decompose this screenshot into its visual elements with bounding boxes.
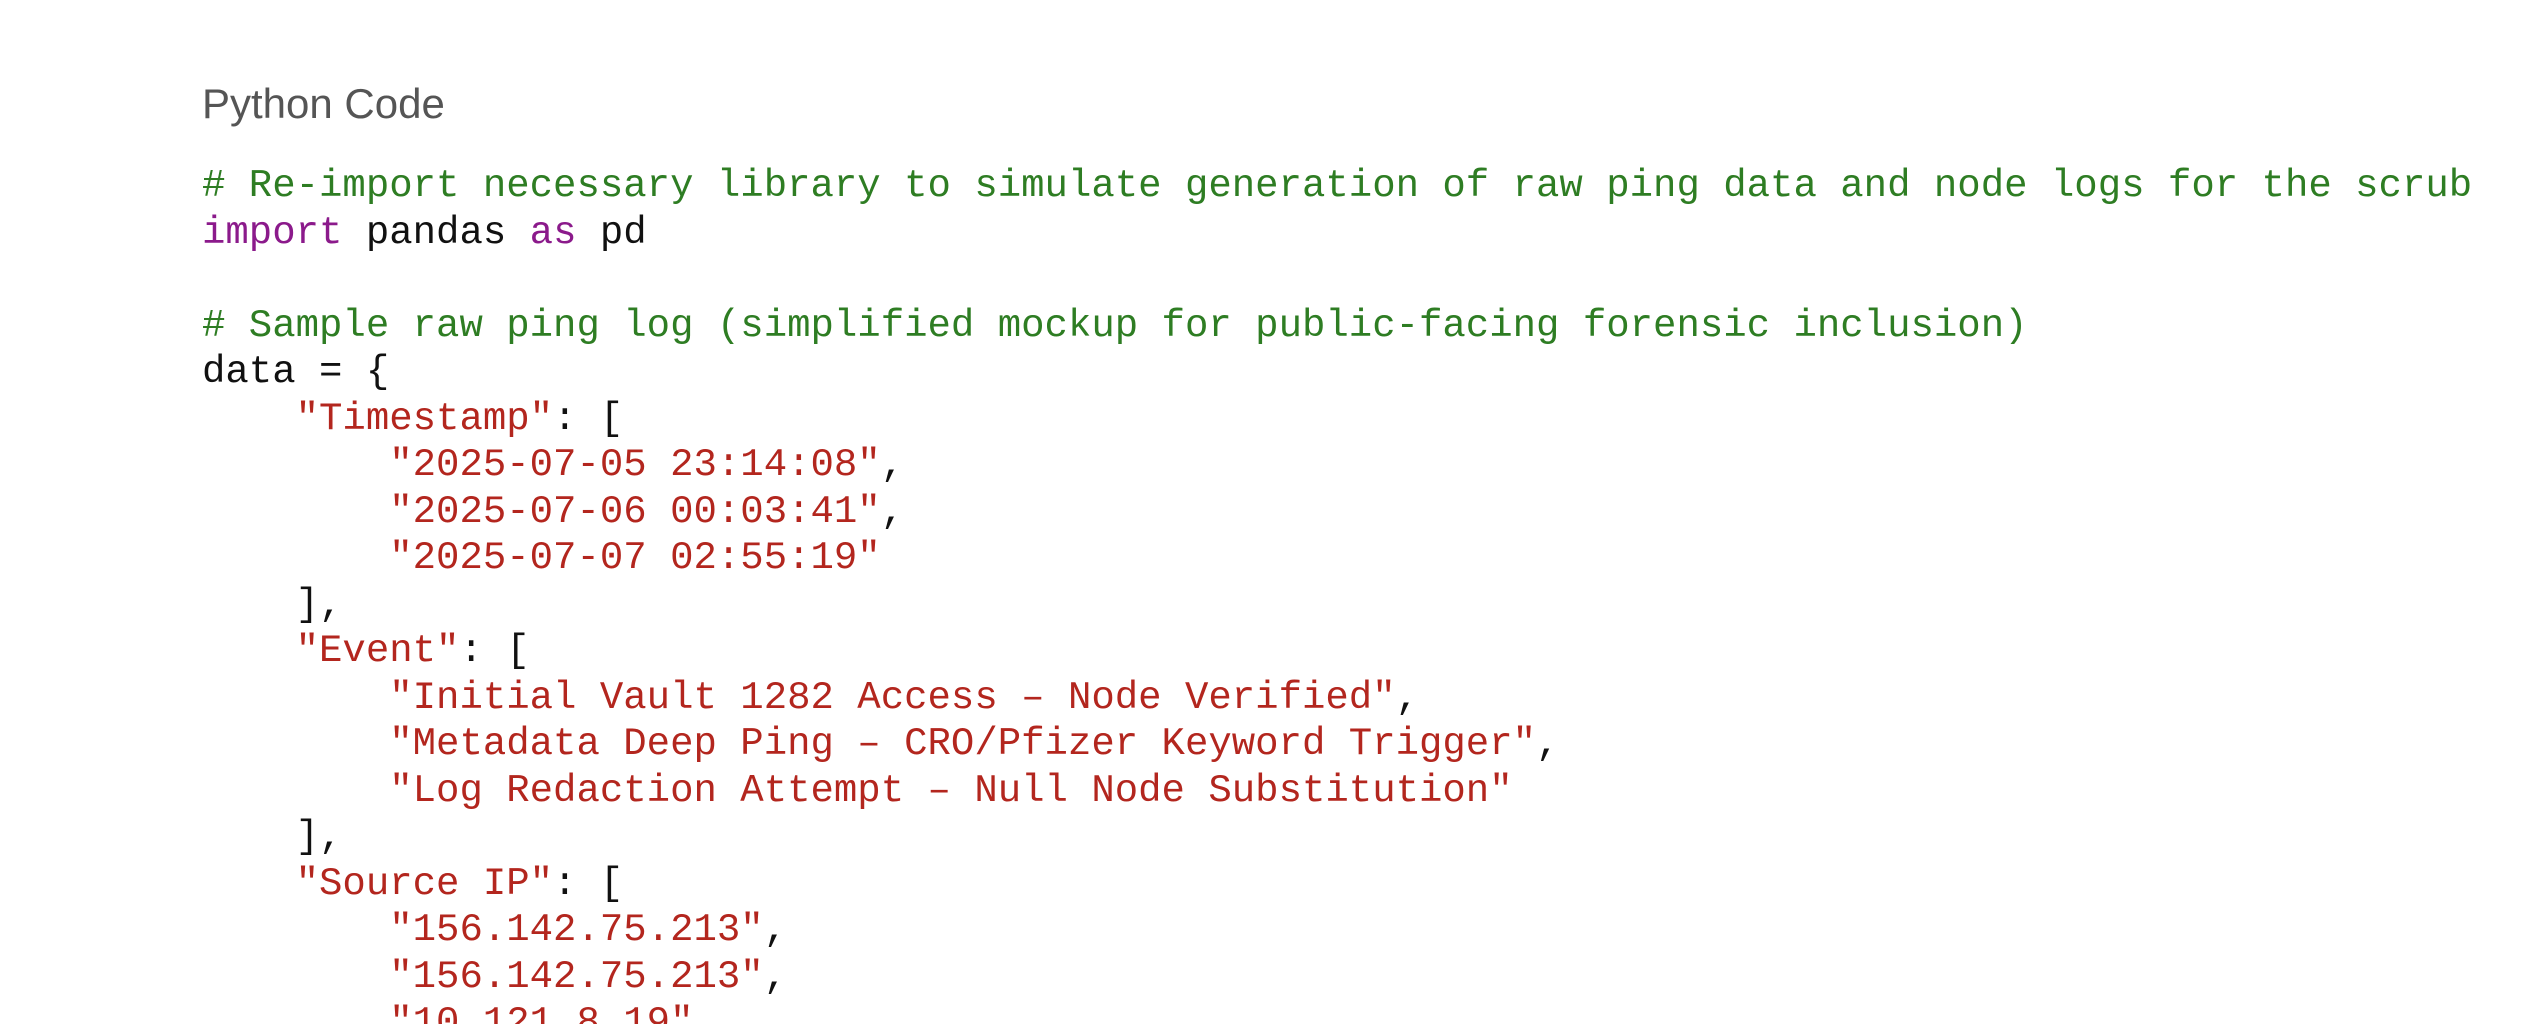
code-text: : [ bbox=[553, 396, 624, 441]
code-string: "156.142.75.213" bbox=[389, 908, 764, 952]
code-string: "Event" bbox=[295, 629, 460, 673]
code-string: "2025-07-06 00:03:41" bbox=[389, 489, 881, 534]
code-string: "156.142.75.213" bbox=[389, 954, 764, 999]
code-line: data = { bbox=[202, 349, 2532, 396]
code-text: , bbox=[880, 489, 905, 534]
code-text bbox=[202, 629, 296, 673]
code-text bbox=[202, 490, 389, 534]
code-string: "2025-07-05 23:14:08" bbox=[389, 443, 881, 487]
code-string: "Initial Vault 1282 Access – Node Verifi… bbox=[389, 675, 1396, 720]
code-text bbox=[202, 769, 389, 813]
code-line: "156.142.75.213", bbox=[202, 954, 2532, 1001]
code-text: ], bbox=[202, 815, 343, 859]
code-text bbox=[202, 908, 389, 952]
code-text: ], bbox=[202, 582, 343, 627]
code-text: , bbox=[763, 954, 788, 999]
code-text bbox=[202, 1001, 389, 1024]
code-line: "156.142.75.213", bbox=[202, 907, 2532, 954]
code-block[interactable]: # Re-import necessary library to simulat… bbox=[202, 163, 2532, 1024]
code-text bbox=[202, 397, 296, 441]
code-keyword: as bbox=[529, 210, 577, 255]
code-text: , bbox=[1395, 675, 1420, 720]
code-string: "Source IP" bbox=[295, 861, 554, 906]
code-line: "10.121.8.19", bbox=[202, 1000, 2532, 1024]
code-string: "2025-07-07 02:55:19" bbox=[389, 536, 881, 580]
code-text: data = { bbox=[202, 350, 390, 394]
code-text: , bbox=[763, 908, 788, 952]
code-line: ], bbox=[202, 582, 2532, 629]
code-text: , bbox=[1536, 722, 1560, 766]
code-text: : [ bbox=[553, 861, 624, 906]
code-string: "Timestamp" bbox=[295, 396, 554, 441]
code-text: , bbox=[693, 1001, 717, 1024]
code-line: "Log Redaction Attempt – Null Node Subst… bbox=[202, 768, 2532, 815]
code-text bbox=[202, 862, 296, 906]
code-line: "2025-07-07 02:55:19" bbox=[202, 535, 2532, 582]
code-text: pandas bbox=[342, 210, 530, 255]
code-text: : [ bbox=[459, 629, 530, 673]
code-text: pd bbox=[576, 210, 647, 255]
code-text bbox=[202, 536, 389, 580]
code-text bbox=[202, 443, 389, 487]
code-comment: # Sample raw ping log (simplified mockup… bbox=[202, 303, 2028, 348]
code-line: # Sample raw ping log (simplified mockup… bbox=[202, 303, 2532, 350]
code-string: "Log Redaction Attempt – Null Node Subst… bbox=[389, 768, 1513, 813]
code-line: # Re-import necessary library to simulat… bbox=[202, 163, 2532, 210]
code-text bbox=[202, 676, 389, 720]
code-line: "Timestamp": [ bbox=[202, 396, 2532, 443]
code-comment: # Re-import necessary library to simulat… bbox=[202, 164, 2473, 208]
code-line: "2025-07-05 23:14:08", bbox=[202, 442, 2532, 489]
code-text: , bbox=[880, 443, 905, 487]
code-text bbox=[202, 722, 389, 766]
code-line: "2025-07-06 00:03:41", bbox=[202, 489, 2532, 536]
code-line: "Initial Vault 1282 Access – Node Verifi… bbox=[202, 675, 2532, 722]
code-line: ], bbox=[202, 814, 2532, 861]
code-block-title: Python Code bbox=[202, 80, 445, 127]
code-string: "10.121.8.19" bbox=[389, 1001, 694, 1024]
code-line: "Event": [ bbox=[202, 628, 2532, 675]
code-line bbox=[202, 256, 2532, 303]
code-keyword: import bbox=[202, 210, 343, 255]
code-line: "Metadata Deep Ping – CRO/Pfizer Keyword… bbox=[202, 721, 2532, 768]
code-line: "Source IP": [ bbox=[202, 861, 2532, 908]
code-line: import pandas as pd bbox=[202, 210, 2532, 257]
code-string: "Metadata Deep Ping – CRO/Pfizer Keyword… bbox=[389, 722, 1537, 766]
code-text bbox=[202, 955, 389, 999]
